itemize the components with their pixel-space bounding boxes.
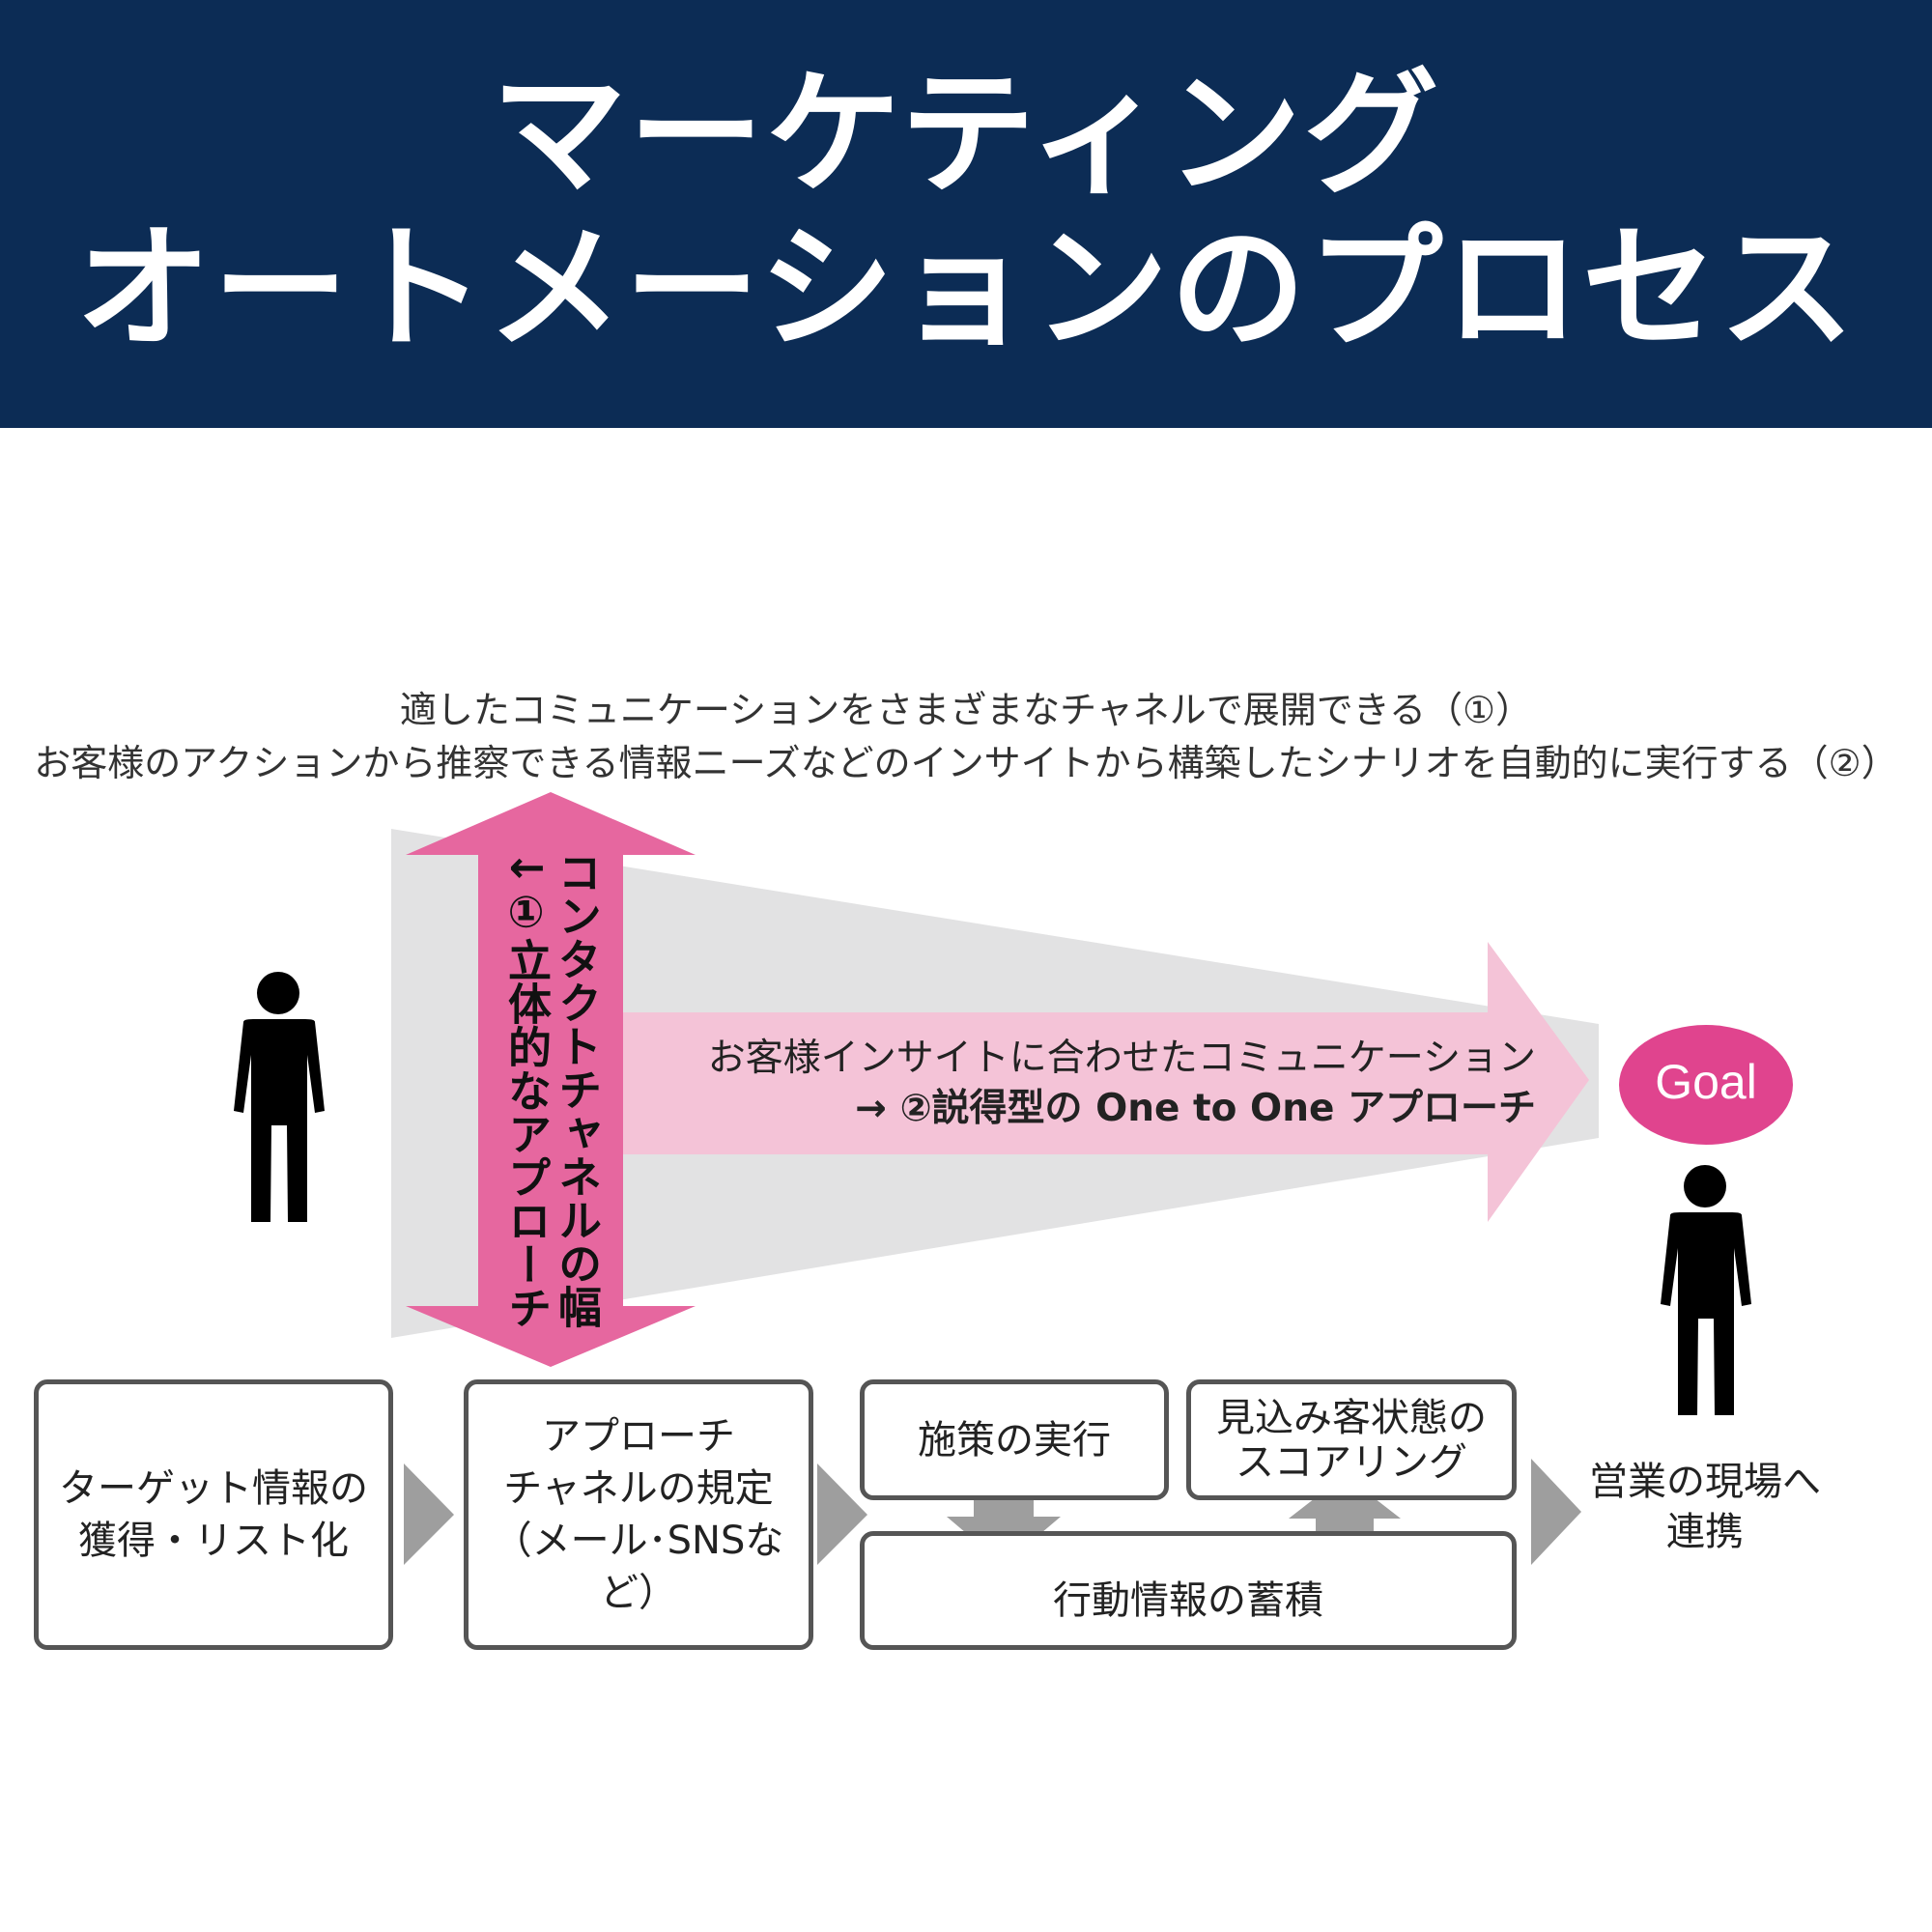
step-scoring: 見込み客状態の スコアリング [1186, 1379, 1517, 1500]
step-channel-line-2: チャネルの規定 [503, 1466, 774, 1511]
step-sales-line-1: 営業の現場へ [1589, 1460, 1821, 1504]
step-execute: 施策の実行 [860, 1379, 1169, 1500]
step-arrow-1 [404, 1463, 454, 1565]
step-execute-label: 施策の実行 [918, 1417, 1111, 1463]
step-target-acquisition: ターゲット情報の 獲得・リスト化 [34, 1379, 393, 1650]
person-icon-goal [1661, 1165, 1751, 1415]
title-banner: マーケティング オートメーションのプロセス [0, 0, 1932, 428]
step-scoring-line-2: スコアリング [1236, 1439, 1467, 1485]
step-target-line-2: 獲得・リスト化 [78, 1519, 349, 1563]
person-icon-start [234, 972, 325, 1222]
horizontal-arrow-line-2: → ②説得型の One to One アプローチ [855, 1087, 1536, 1130]
insight-arrow [609, 942, 1589, 1222]
goal-badge [1619, 1025, 1793, 1145]
vertical-arrow-label: コンタクトチャネルの幅 ↓①立体的なアプローチ [500, 850, 602, 1329]
description-line-2: お客様のアクションから推察できる情報ニーズなどのインサイトから構築したシナリオを… [34, 742, 1898, 784]
step-target-line-1: ターゲット情報の [59, 1466, 368, 1511]
step-channel-line-3: （メール･SNSなど） [493, 1519, 784, 1615]
title-line-1: マーケティング [491, 56, 1441, 213]
step-arrow-3 [1531, 1459, 1581, 1565]
step-channel-definition: アプローチ チャネルの規定 （メール･SNSなど） [464, 1379, 813, 1650]
step-accumulate: 行動情報の蓄積 [860, 1531, 1517, 1650]
step-accumulate-label: 行動情報の蓄積 [1053, 1577, 1323, 1623]
title-line-2: オートメーションのプロセス [75, 211, 1857, 368]
goal-label: Goal [1655, 1055, 1757, 1109]
step-sales-line-2: 連携 [1666, 1510, 1744, 1554]
step-channel-line-1: アプローチ [542, 1414, 735, 1459]
vertical-arrow-line-2: ↓①立体的なアプローチ [500, 850, 552, 1329]
step-arrow-2 [817, 1463, 867, 1565]
vertical-arrow-line-1: コンタクトチャネルの幅 [551, 850, 602, 1328]
channel-width-arrow [406, 792, 696, 1367]
step-scoring-line-1: 見込み客状態の [1216, 1395, 1487, 1440]
step-sales-handoff: 営業の現場へ 連携 [1570, 1457, 1840, 1557]
horizontal-arrow-line-1: お客様インサイトに合わせたコミュニケーション [707, 1037, 1536, 1080]
description-line-1: 適したコミュニケーションをさまざまなチャネルで展開できる（①） [399, 689, 1533, 731]
